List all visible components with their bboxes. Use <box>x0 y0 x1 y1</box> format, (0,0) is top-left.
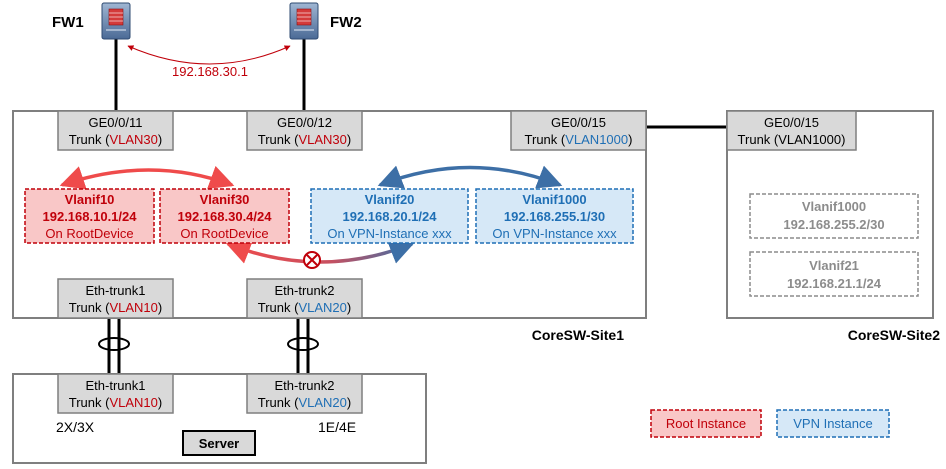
port-mode: Trunk (VLAN30) <box>69 132 162 147</box>
site1-label: CoreSW-Site1 <box>532 327 625 343</box>
port-mode: Trunk (VLAN30) <box>258 132 351 147</box>
access-label-right: 1E/4E <box>318 419 356 435</box>
port-eth-trunk1-access[interactable]: Eth-trunk1 Trunk (VLAN10) <box>57 373 174 414</box>
port-eth-trunk2-access[interactable]: Eth-trunk2 Trunk (VLAN20) <box>246 373 363 414</box>
port-eth-trunk2-site1[interactable]: Eth-trunk2 Trunk (VLAN20) <box>246 278 363 319</box>
legend-vpn-instance: VPN Instance <box>776 409 890 438</box>
vlanif10-box[interactable]: Vlanif10 192.168.10.1/24 On RootDevice <box>24 188 155 244</box>
server-device[interactable]: Server <box>182 430 256 456</box>
fw1-label: FW1 <box>52 14 84 31</box>
port-name: Eth-trunk2 <box>275 283 335 298</box>
vlanif-instance: On VPN-Instance xxx <box>492 226 617 241</box>
server-label: Server <box>199 436 239 451</box>
fw2-device[interactable] <box>289 2 319 40</box>
site2-vlanif1000-box[interactable]: Vlanif1000 192.168.255.2/30 <box>749 193 919 239</box>
lag-ring-2 <box>287 337 319 351</box>
port-name: GE0/0/15 <box>551 115 606 130</box>
port-mode: Trunk (VLAN20) <box>258 300 351 315</box>
port-name: GE0/0/15 <box>764 115 819 130</box>
vlanif-name: Vlanif20 <box>365 192 415 207</box>
vlanif-ip: 192.168.21.1/24 <box>787 276 882 291</box>
route-arrow-root <box>59 165 235 190</box>
fw2-label: FW2 <box>330 14 362 31</box>
vlanif1000-box[interactable]: Vlanif1000 192.168.255.1/30 On VPN-Insta… <box>475 188 634 244</box>
vlanif-name: Vlanif1000 <box>802 199 866 214</box>
vlanif-name: Vlanif21 <box>809 258 859 273</box>
vlanif-instance: On RootDevice <box>45 226 133 241</box>
legend-root-label: Root Instance <box>666 416 746 431</box>
vlanif-ip: 192.168.255.2/30 <box>783 217 884 232</box>
port-name: GE0/0/12 <box>277 115 332 130</box>
fw-peer-arrow <box>127 45 291 65</box>
fw1-device[interactable] <box>101 2 131 40</box>
vlanif-ip: 192.168.10.1/24 <box>43 209 138 224</box>
site2-vlanif21-box[interactable]: Vlanif21 192.168.21.1/24 <box>749 251 919 297</box>
vlanif30-box[interactable]: Vlanif30 192.168.30.4/24 On RootDevice <box>159 188 290 244</box>
lag-ring-1 <box>98 337 130 351</box>
port-name: GE0/0/11 <box>89 115 143 130</box>
vlanif-ip: 192.168.20.1/24 <box>343 209 438 224</box>
legend-vpn-label: VPN Instance <box>793 416 873 431</box>
port-ge0-0-12[interactable]: GE0/0/12 Trunk (VLAN30) <box>246 110 363 151</box>
access-label-left: 2X/3X <box>56 419 95 435</box>
vlanif20-box[interactable]: Vlanif20 192.168.20.1/24 On VPN-Instance… <box>310 188 469 244</box>
port-ge0-0-11[interactable]: GE0/0/11 Trunk (VLAN30) <box>57 110 174 151</box>
vlanif-name: Vlanif10 <box>65 192 115 207</box>
fw-peer-ip: 192.168.30.1 <box>172 64 248 79</box>
port-mode: Trunk (VLAN10) <box>69 395 162 410</box>
port-name: Eth-trunk1 <box>86 378 146 393</box>
port-mode: Trunk (VLAN20) <box>258 395 351 410</box>
site2-label: CoreSW-Site2 <box>848 327 941 343</box>
port-mode: Trunk (VLAN10) <box>69 300 162 315</box>
port-ge0-0-15-site2[interactable]: GE0/0/15 Trunk (VLAN1000) <box>726 110 857 151</box>
vlanif-name: Vlanif30 <box>200 192 250 207</box>
port-mode: Trunk (VLAN1000) <box>525 132 633 147</box>
vlanif-instance: On RootDevice <box>180 226 268 241</box>
route-arrow-vpn <box>377 165 563 189</box>
port-mode: Trunk (VLAN1000) <box>738 132 846 147</box>
port-name: Eth-trunk1 <box>86 283 146 298</box>
vlanif-instance: On VPN-Instance xxx <box>327 226 452 241</box>
port-eth-trunk1-site1[interactable]: Eth-trunk1 Trunk (VLAN10) <box>57 278 174 319</box>
vlanif-ip: 192.168.30.4/24 <box>178 209 273 224</box>
blocked-icon <box>303 251 321 269</box>
port-ge0-0-15-site1[interactable]: GE0/0/15 Trunk (VLAN1000) <box>510 110 647 151</box>
port-name: Eth-trunk2 <box>275 378 335 393</box>
legend-root-instance: Root Instance <box>650 409 762 438</box>
vlanif-name: Vlanif1000 <box>522 192 586 207</box>
vlanif-ip: 192.168.255.1/30 <box>504 209 605 224</box>
